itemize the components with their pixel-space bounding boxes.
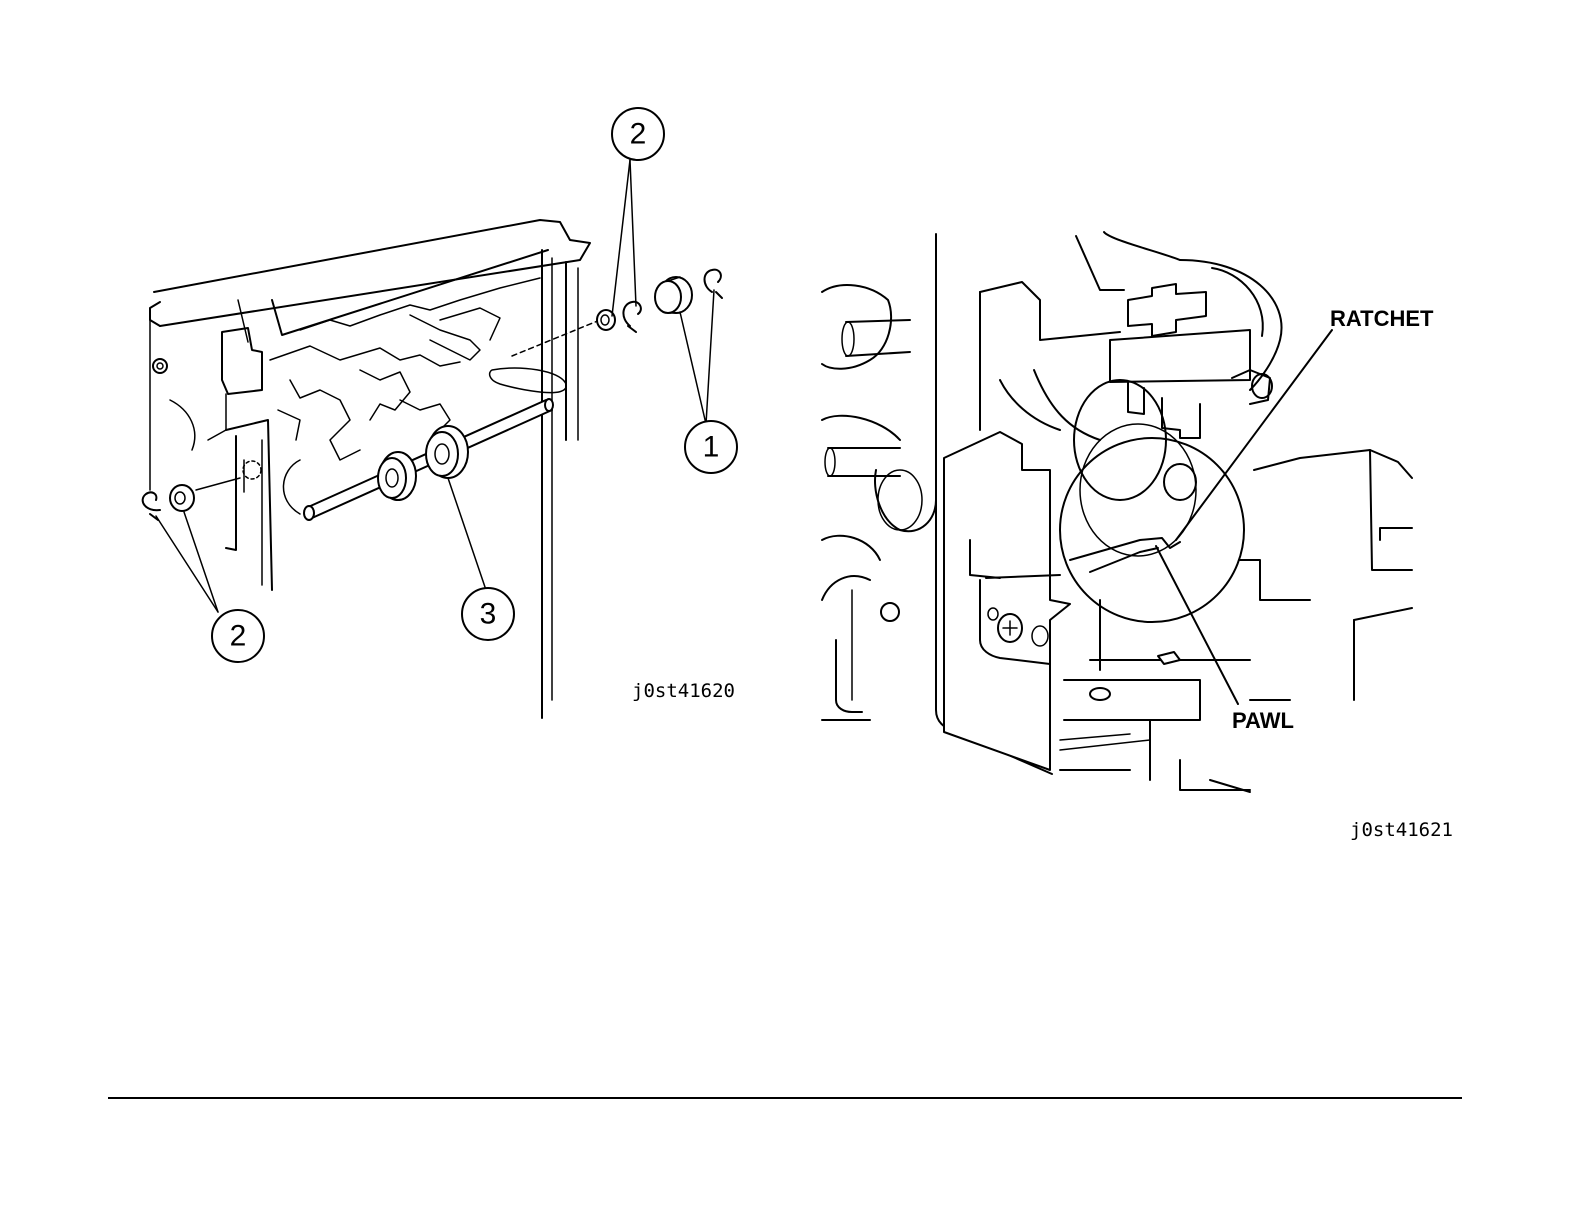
roller-rear — [426, 426, 468, 478]
e-clip-right-inner-icon — [623, 302, 640, 332]
ratchet-label: RATCHET — [1330, 306, 1434, 331]
callout-3: 3 — [462, 588, 514, 640]
roller-front — [378, 452, 416, 500]
gear-1 — [655, 277, 692, 313]
callout-number: 2 — [630, 118, 647, 151]
right-detail-view: RATCHET PAWL j0st41621 — [822, 232, 1453, 841]
detail-circle — [1060, 438, 1244, 622]
mechanism-drawing — [822, 232, 1412, 792]
figure-id-left: j0st41620 — [632, 680, 735, 702]
callout-2-top: 2 — [612, 108, 664, 160]
e-clip-left-icon — [143, 492, 160, 520]
callout-2-bottom: 2 — [212, 610, 264, 662]
callout-leaders — [156, 160, 714, 612]
callout-number: 3 — [480, 598, 497, 631]
callout-1: 1 — [685, 421, 737, 473]
left-exploded-view: 2 1 2 3 j0st41620 — [143, 108, 737, 718]
pawl-label: PAWL — [1232, 708, 1294, 733]
bearing-left — [170, 485, 194, 511]
callout-number: 1 — [703, 431, 720, 464]
figure-id-right: j0st41621 — [1350, 819, 1453, 841]
callout-number: 2 — [230, 620, 247, 653]
